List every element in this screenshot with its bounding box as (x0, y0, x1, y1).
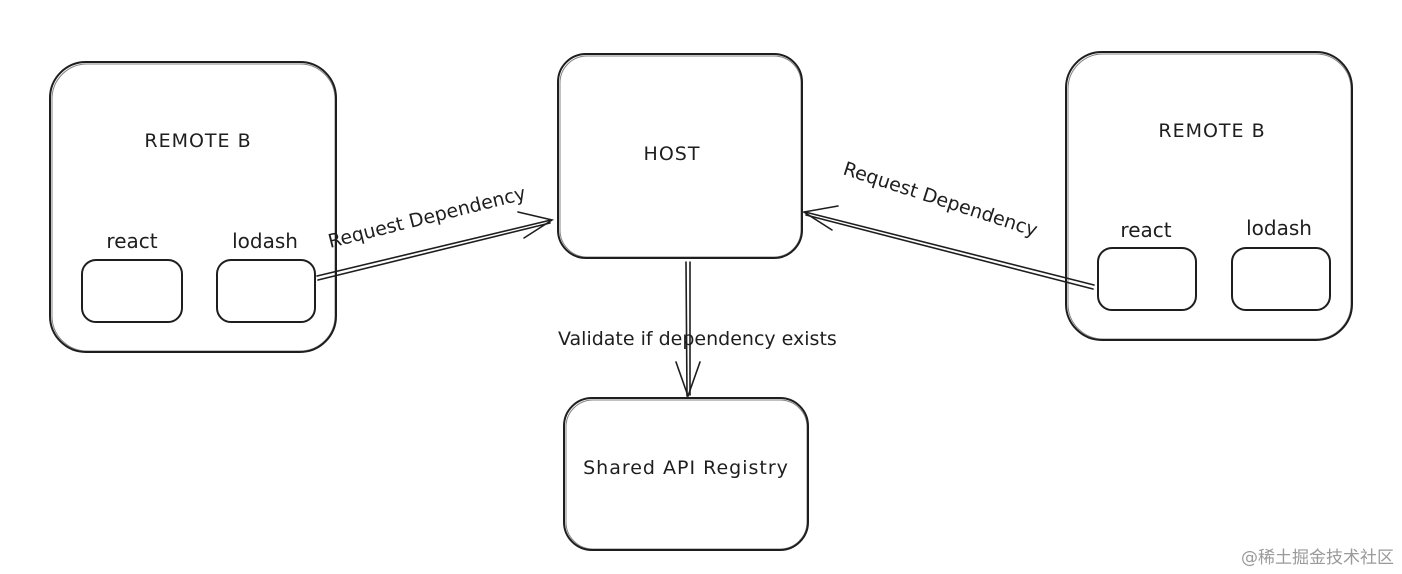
remote-b-right-react-box (1097, 247, 1197, 311)
edge-host-to-registry-label: Validate if dependency exists (558, 328, 837, 350)
remote-b-left-react-box (81, 259, 183, 323)
watermark: @稀土掘金技术社区 (1241, 548, 1394, 568)
edge-host-to-registry: Validate if dependency exists (558, 261, 837, 399)
edge-left-label: Request Dependency (326, 182, 528, 252)
edge-right-to-host: Request Dependency (801, 158, 1095, 290)
host-node: HOST (557, 53, 803, 259)
remote-b-left-title: REMOTE B (144, 130, 251, 152)
remote-b-left-lodash-box (216, 259, 316, 323)
remote-b-right-lodash-label: lodash (1246, 216, 1312, 240)
remote-b-right-title: REMOTE B (1158, 120, 1265, 142)
remote-b-right-react-label: react (1120, 218, 1171, 242)
shared-api-registry-node: Shared API Registry (563, 397, 809, 551)
host-title: HOST (644, 143, 701, 165)
remote-b-left-lodash-label: lodash (232, 229, 298, 253)
remote-b-left-react-label: react (106, 229, 157, 253)
remote-b-left: REMOTE B react lodash (49, 61, 337, 353)
edge-left-to-host: Request Dependency (316, 182, 555, 281)
shared-api-registry-title: Shared API Registry (583, 457, 789, 479)
remote-b-right-lodash-box (1231, 247, 1331, 311)
remote-b-right: REMOTE B react lodash (1065, 51, 1353, 341)
